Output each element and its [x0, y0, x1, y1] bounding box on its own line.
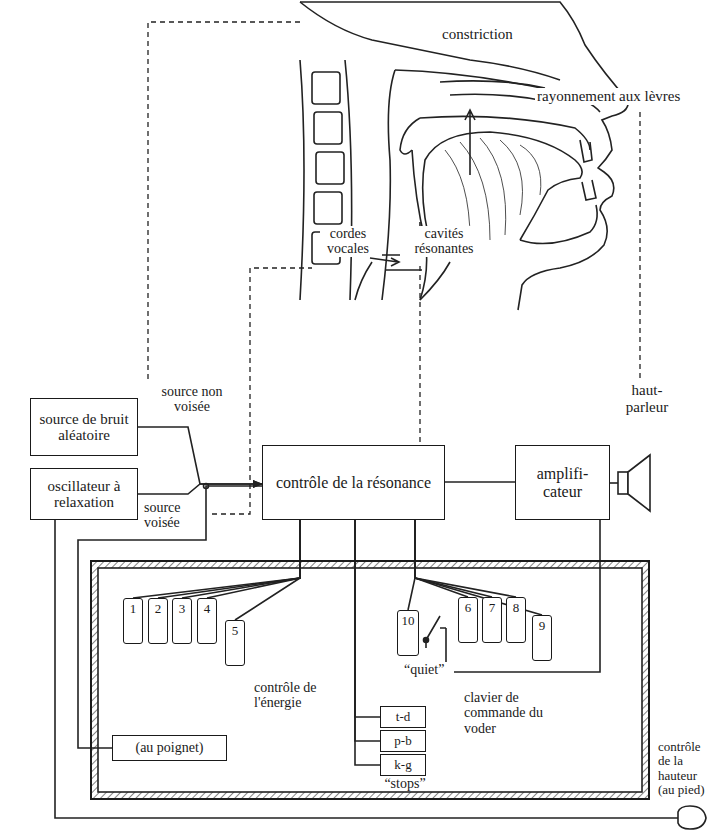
- stop-key: k-g: [380, 754, 426, 776]
- annotation-label: cordes vocales: [320, 226, 376, 257]
- node-text: source de bruit aléatoire: [35, 411, 133, 444]
- wire-connector: [355, 520, 380, 717]
- annotation-label: “stops”: [372, 776, 438, 791]
- speaker-magnet: [618, 472, 628, 494]
- node-text: 3: [179, 602, 186, 616]
- dashed-line: [419, 266, 420, 443]
- node-text: 1: [130, 602, 137, 616]
- vocal-cord-arrow: [370, 258, 399, 266]
- vertebra: [316, 152, 344, 184]
- head-section: [300, 2, 628, 310]
- stop-key: t-d: [380, 706, 426, 728]
- upper-teeth: [580, 140, 592, 162]
- stop-key: p-b: [380, 730, 426, 752]
- wire-connector: [355, 520, 380, 741]
- key: 9: [532, 615, 552, 661]
- annotation-label: “quiet”: [402, 662, 454, 677]
- annotation-label: contrôle de la hauteur (au pied): [656, 740, 718, 797]
- node-text: amplifi- cateur: [520, 465, 605, 500]
- pitch-wire: [55, 520, 678, 818]
- quiet-switch: [426, 616, 446, 648]
- node-text: t-d: [396, 710, 410, 724]
- node-text: 9: [539, 619, 546, 633]
- larynx: [382, 255, 425, 270]
- spine-back: [300, 60, 304, 300]
- pitch-pedal: [678, 806, 706, 829]
- wrist-box: (au poignet): [112, 735, 227, 761]
- keyboard-panel: clavier de commande du voder 1 2 3 4 5 6 7 8 9 10 (…: [90, 560, 650, 800]
- head-profile: [300, 2, 628, 310]
- wire-connector: [78, 486, 262, 748]
- vertebra: [314, 192, 342, 224]
- vertebra: [314, 112, 342, 144]
- node-text: (au poignet): [135, 740, 203, 755]
- annotation-label: constriction: [440, 26, 534, 43]
- node-text: contrôle de la résonance: [276, 474, 431, 492]
- skull-base: [300, 2, 560, 80]
- node-text: 4: [204, 602, 211, 616]
- trachea: [355, 262, 450, 300]
- wire-connector: [158, 520, 300, 598]
- key: 5: [225, 620, 245, 666]
- wire-connector: [415, 520, 516, 597]
- key: 7: [482, 597, 502, 643]
- key: 10: [397, 610, 419, 656]
- key: 2: [148, 598, 168, 644]
- key: 8: [506, 597, 526, 643]
- lower-teeth: [582, 180, 596, 200]
- dashed-line: [148, 22, 300, 380]
- annotation-label: rayonnement aux lèvres: [535, 88, 714, 105]
- node-text: 7: [489, 601, 496, 615]
- amp-speaker-wire: [610, 482, 618, 484]
- quiet-wire: [446, 520, 600, 672]
- soft-palate: [400, 118, 420, 154]
- node-text: p-b: [394, 734, 411, 748]
- tongue-fibres: [445, 138, 541, 240]
- nasal-turbinate: [440, 81, 550, 102]
- source-box: source de bruit aléatoire: [30, 398, 138, 456]
- dashed-line: [639, 112, 640, 380]
- node-text: k-g: [394, 758, 411, 772]
- switch-pivot: [424, 638, 429, 643]
- annotation-label: haut-parleur: [615, 382, 679, 415]
- frame-inner: [98, 568, 642, 792]
- node-text: oscillateur à relaxation: [35, 478, 133, 511]
- annotation-label: source non voisée: [150, 384, 234, 415]
- vertebra: [312, 72, 340, 104]
- key: 3: [172, 598, 192, 644]
- mandible: [520, 205, 597, 244]
- wire-connector: [133, 520, 300, 598]
- pharynx-front: [412, 150, 427, 300]
- node-text: clavier de commande du voder: [464, 690, 572, 736]
- annotation-label: source voisée: [142, 500, 204, 531]
- key: 4: [197, 598, 217, 644]
- resonance-box: contrôle de la résonance: [262, 445, 445, 520]
- node-text: 2: [155, 602, 162, 616]
- wire-connector: [235, 520, 300, 620]
- oscillator-box: oscillateur à relaxation: [30, 468, 138, 520]
- wire-connector: [408, 520, 415, 610]
- key: 1: [123, 598, 143, 644]
- wire-connector: [445, 481, 515, 483]
- node-text: 10: [402, 614, 415, 628]
- speaker-cone: [628, 455, 650, 511]
- annotation-label: contrôle de l'énergie: [252, 680, 348, 711]
- node-text: 8: [513, 601, 520, 615]
- wire-connector: [182, 520, 300, 598]
- spine-front: [345, 60, 352, 300]
- key: 6: [458, 597, 478, 643]
- amplifier-box: amplifi- cateur: [515, 445, 610, 520]
- node-text: 5: [232, 624, 239, 638]
- annotation-label: cavités résonantes: [400, 226, 488, 257]
- wire-connector: [138, 427, 262, 484]
- wire-connector: [355, 520, 380, 765]
- constriction-arrow: [465, 110, 475, 175]
- node-text: 6: [465, 601, 472, 615]
